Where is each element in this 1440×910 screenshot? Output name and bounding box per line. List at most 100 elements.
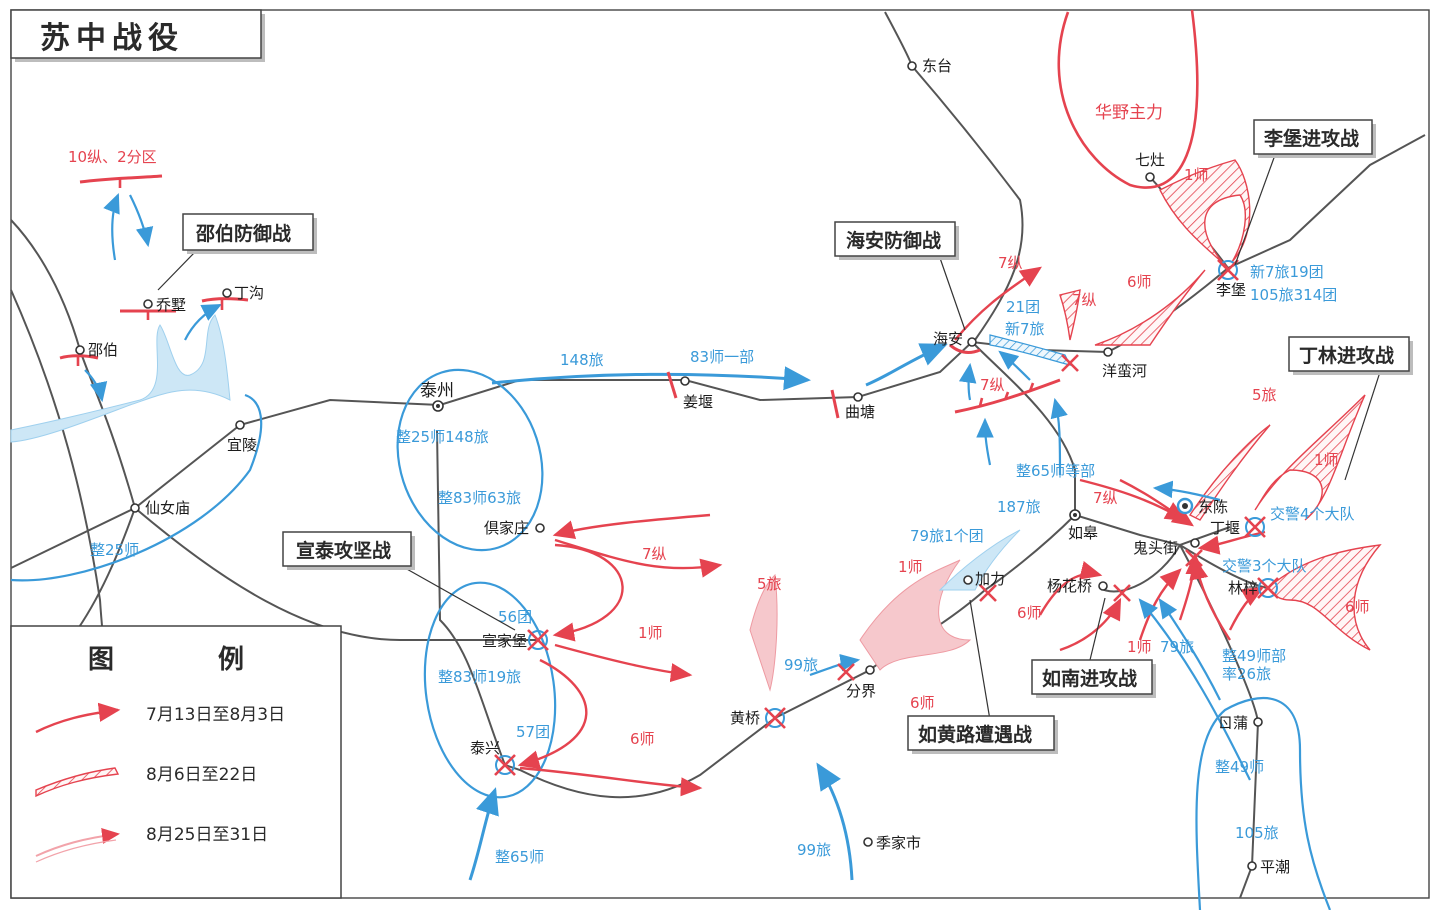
- blue-unit-z83-19: 整83师19旅: [438, 668, 521, 686]
- place-dongtai: 东台: [922, 57, 952, 75]
- map-title-box: 苏中战役: [10, 9, 265, 62]
- callout-ruhuang: 如黄路遭遇战: [918, 723, 1032, 746]
- legend-symbol-period1: [35, 702, 121, 734]
- red-unit-xuan-7z: 7纵: [642, 545, 667, 563]
- place-pingchao: 平潮: [1260, 858, 1290, 876]
- blue-unit-21t: 21团: [1006, 298, 1040, 316]
- place-fenjie: 分界: [846, 682, 876, 700]
- blue-unit-jiaojing4: 交警4个大队: [1270, 505, 1355, 523]
- red-unit-jiali-1s: 1师: [898, 558, 923, 576]
- blue-unit-z49-lv26: 整49师部: [1222, 647, 1286, 665]
- place-qizao: 七灶: [1135, 151, 1165, 169]
- map-title: 苏中战役: [40, 21, 184, 56]
- blue-unit-56t: 56团: [498, 608, 532, 626]
- blue-unit-z83-63: 整83师63旅: [438, 489, 521, 507]
- red-hatched-attacks: [1059, 159, 1382, 651]
- place-taixing: 泰兴: [470, 739, 500, 757]
- red-unit-haian-7z-c: 7纵: [980, 376, 1005, 394]
- map-border: [10, 9, 1430, 899]
- blue-unit-57t: 57团: [516, 723, 550, 741]
- blue-early-arrows: [10, 314, 1072, 692]
- place-shaobo: 邵伯: [88, 341, 118, 359]
- red-unit-libao-6s: 6师: [1127, 273, 1152, 291]
- place-jiangyan: 姜堰: [683, 393, 713, 411]
- blue-unit-79b-1: 79旅1个团: [910, 527, 984, 545]
- place-jiali: 加力: [975, 570, 1005, 588]
- legend-symbol-period3: [35, 827, 120, 857]
- legend: 图 例 7月13日至8月3日 8月6日至22日 8月25日至31日: [10, 625, 342, 899]
- place-labels: 东台 七灶 李堡 乔墅 丁沟 邵伯 宜陵 仙女庙 泰州 姜堰 曲塘 海安 洋蛮河…: [88, 57, 1290, 876]
- legend-title-right: 例: [218, 645, 244, 675]
- place-xuanjiabao: 宣家堡: [482, 632, 527, 650]
- red-unit-xuan-1s: 1师: [638, 624, 663, 642]
- callout-dinglin: 丁林进攻战: [1299, 344, 1394, 367]
- place-yangmanhe: 洋蛮河: [1102, 362, 1147, 380]
- blue-unit-z25-148: 整25师148旅: [396, 428, 489, 446]
- red-unit-labels: 10纵、2分区 7纵 7纵 7纵 1师 6师 5旅 1师 6师 7纵 1师 6师…: [68, 148, 1370, 748]
- red-unit-huangqiao-5b: 5旅: [757, 575, 782, 593]
- place-qutang: 曲塘: [845, 403, 875, 421]
- place-yanghuaqiao: 杨花桥: [1047, 577, 1092, 595]
- blue-arrows: [84, 192, 1251, 881]
- place-dongchen: 东陈: [1198, 498, 1228, 516]
- legend-label-period1: 7月13日至8月3日: [146, 705, 285, 725]
- blue-unit-187b: 187旅: [997, 498, 1041, 516]
- blue-unit-79b: 79旅: [1160, 638, 1194, 656]
- legend-title-left: 图: [88, 645, 114, 675]
- blue-unit-105b: 105旅: [1235, 824, 1279, 842]
- red-arrows: [517, 266, 1266, 797]
- place-rugao: 如皋: [1068, 524, 1098, 542]
- red-unit-rugao-7z: 7纵: [1093, 489, 1118, 507]
- blue-unit-z65: 整65师: [495, 848, 544, 866]
- blue-encirclements: [10, 368, 1332, 910]
- red-unit-dinglin-1s: 1师: [1314, 451, 1339, 469]
- place-linzi: 林梓: [1228, 579, 1258, 597]
- blue-unit-z25: 整25师: [90, 541, 139, 559]
- red-unit-haian-7z: 7纵: [998, 254, 1023, 272]
- place-jujiazhuang: 倶家庄: [484, 519, 529, 537]
- place-dinggou: 丁沟: [234, 284, 264, 302]
- callouts: 邵伯防御战 海安防御战 宣泰攻坚战 李堡进攻战 丁林进攻战 如南进攻战 如黄路遭…: [157, 119, 1413, 754]
- place-dingyan: 丁堰: [1210, 519, 1240, 537]
- callout-runan: 如南进攻战: [1042, 667, 1137, 690]
- red-unit-10z: 10纵、2分区: [68, 148, 157, 166]
- callout-shaobo: 邵伯防御战: [195, 222, 291, 245]
- main-force-label: 华野主力: [1095, 103, 1163, 123]
- red-unit-haian-7z-b: 7纵: [1072, 291, 1097, 309]
- towns: [75, 61, 1263, 871]
- place-qiaoshu: 乔墅: [156, 296, 186, 314]
- place-libao: 李堡: [1216, 281, 1246, 299]
- blue-unit-xin7: 新7旅: [1005, 320, 1045, 338]
- callout-libao: 李堡进攻战: [1263, 127, 1359, 150]
- blue-unit-xin7-19: 新7旅19团: [1250, 263, 1324, 281]
- defence-lines: [59, 174, 1061, 419]
- red-unit-jiali-6s: 6师: [1017, 604, 1042, 622]
- blue-unit-148b: 148旅: [560, 351, 604, 369]
- callout-haian: 海安防御战: [846, 229, 941, 252]
- main-force-region: [1057, 9, 1199, 189]
- place-bapu: ㄖ蒲: [1218, 714, 1248, 732]
- place-huangqiao: 黄桥: [730, 709, 760, 727]
- place-xiannvmiao: 仙女庙: [145, 499, 190, 517]
- place-yiling: 宜陵: [227, 436, 257, 454]
- red-unit-taixing-6s: 6师: [630, 730, 655, 748]
- place-haian: 海安: [933, 330, 963, 348]
- blue-unit-z65-etc: 整65师等部: [1016, 462, 1095, 480]
- blue-unit-99b-fenjie: 99旅: [784, 656, 818, 674]
- place-taizhou: 泰州: [420, 381, 454, 401]
- red-unit-dinglin-6s: 6师: [1345, 598, 1370, 616]
- red-unit-dinglin-5b: 5旅: [1252, 386, 1277, 404]
- legend-symbol-period2: [35, 767, 120, 798]
- red-unit-runan-1s: 1师: [1127, 638, 1152, 656]
- place-jijiashi: 季家市: [876, 834, 921, 852]
- blue-unit-z49: 整49师: [1215, 758, 1264, 776]
- blue-unit-83s: 83师一部: [690, 348, 754, 366]
- red-unit-ruhuang-6s: 6师: [910, 694, 935, 712]
- callout-xuantai: 宣泰攻坚战: [296, 539, 391, 562]
- legend-label-period2: 8月6日至22日: [146, 765, 257, 785]
- red-unit-libao-1s: 1师: [1184, 166, 1209, 184]
- blue-unit-labels: 148旅 83师一部 整25师148旅 整83师63旅 整25师 56团 整83…: [90, 263, 1355, 866]
- battle-marks: [494, 259, 1279, 776]
- blue-unit-99b-south: 99旅: [797, 841, 831, 859]
